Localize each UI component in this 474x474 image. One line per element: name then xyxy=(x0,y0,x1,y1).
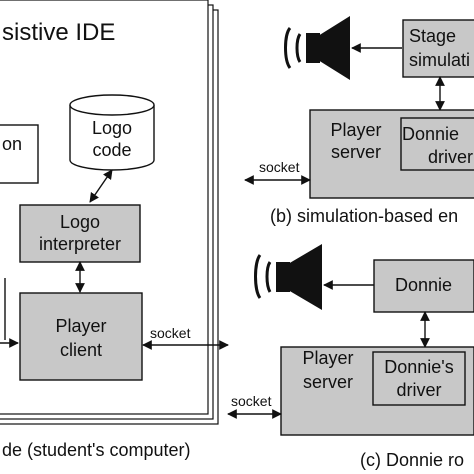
logo-code-cylinder: Logo code xyxy=(69,94,155,171)
sim-driver-box xyxy=(400,117,474,171)
sim-driver-label-1: Donnie xyxy=(402,124,459,144)
sim-player-server-label-2: server xyxy=(331,142,381,162)
stage-label-2: simulati xyxy=(409,50,470,70)
robot-player-server-label-1: Player xyxy=(302,348,353,368)
sim-caption: (b) simulation-based en xyxy=(270,206,458,226)
ide-panel: sistive IDE on Logo code Logo interprete… xyxy=(0,0,229,460)
robot-caption: (c) Donnie ro xyxy=(360,450,464,470)
speaker-icon xyxy=(284,16,350,80)
logo-interpreter-label-2: interpreter xyxy=(39,234,121,254)
sim-player-server-label-1: Player xyxy=(330,120,381,140)
player-client-label-1: Player xyxy=(55,316,106,336)
sim-socket-label: socket xyxy=(259,159,300,175)
robot-player-server-label-2: server xyxy=(303,372,353,392)
partial-box-label: on xyxy=(2,134,22,154)
stage-box xyxy=(402,19,474,78)
partial-box xyxy=(0,124,39,184)
ide-title: sistive IDE xyxy=(2,19,115,46)
logo-code-label-2: code xyxy=(92,140,131,160)
robot-driver-label-1: Donnie's xyxy=(384,357,453,377)
logo-interpreter-box xyxy=(19,204,141,263)
ide-caption: de (student's computer) xyxy=(2,440,191,460)
stage-label-1: Stage xyxy=(409,26,456,46)
robot-panel: Donnie Player server Donnie's driver soc… xyxy=(227,244,474,470)
player-client-label-2: client xyxy=(60,340,102,360)
simulation-panel: Stage simulati Player server Donnie driv… xyxy=(244,16,474,226)
logo-interpreter-label-1: Logo xyxy=(60,212,100,232)
donnie-label: Donnie xyxy=(395,275,452,295)
robot-driver-label-2: driver xyxy=(396,380,441,400)
player-client-box xyxy=(19,292,143,381)
robot-driver-box xyxy=(372,351,466,406)
sim-driver-label-2: driver xyxy=(428,147,473,167)
ide-socket-label: socket xyxy=(150,325,191,341)
arrow-code-interpreter xyxy=(89,169,113,203)
logo-code-label-1: Logo xyxy=(92,118,132,138)
robot-socket-label: socket xyxy=(231,393,272,409)
speaker-icon xyxy=(254,244,322,310)
